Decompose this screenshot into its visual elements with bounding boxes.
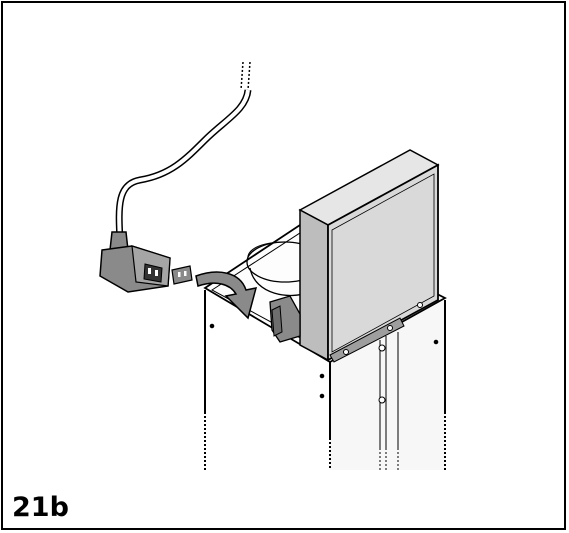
electronics-panel bbox=[298, 149, 440, 363]
curved-arrow-icon bbox=[195, 271, 258, 320]
connector-bracket bbox=[269, 295, 301, 343]
power-plug-icon bbox=[99, 231, 171, 293]
power-socket-icon bbox=[171, 265, 193, 285]
power-cable bbox=[115, 61, 252, 241]
figure-label: 21b bbox=[12, 492, 69, 523]
